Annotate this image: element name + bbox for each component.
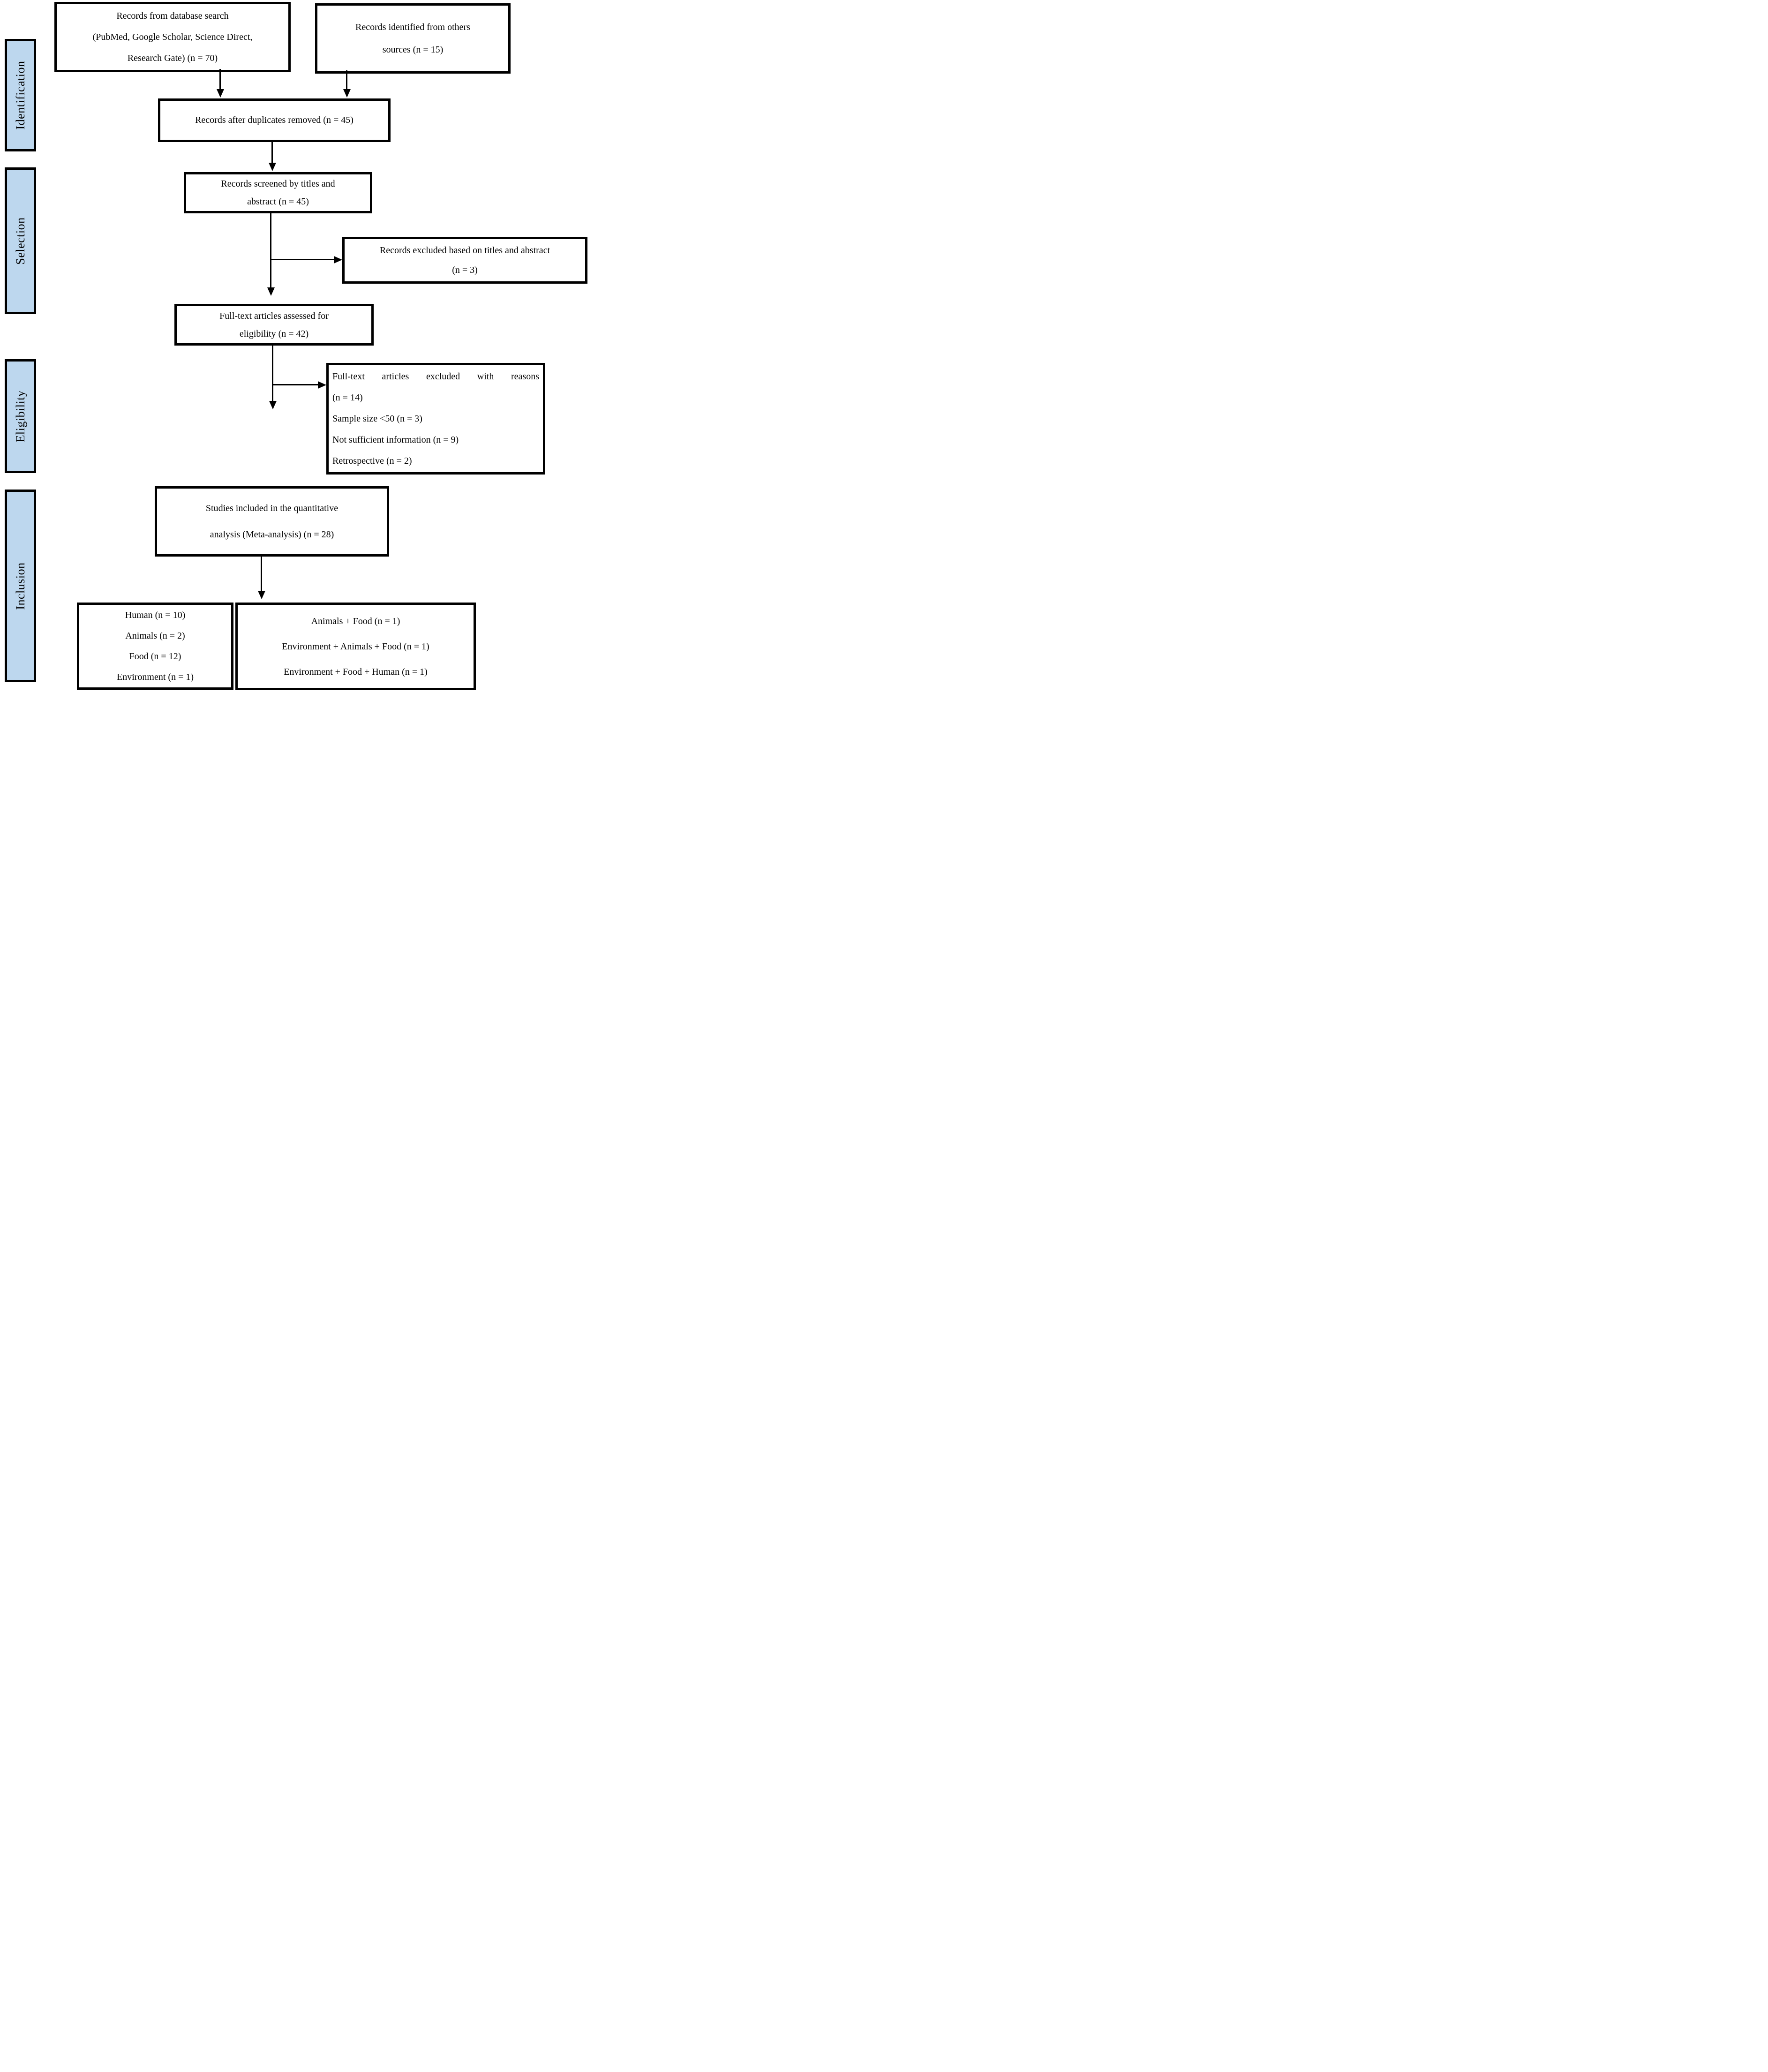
stage-eligibility: Eligibility (5, 359, 36, 473)
stage-selection-label: Selection (13, 217, 27, 265)
box-fulltext-excluded-line1: Full-text articles excluded with reasons (332, 371, 539, 382)
box-fulltext-assessed: Full-text articles assessed for eligibil… (174, 304, 374, 346)
box-single-source-groups: Human (n = 10) Animals (n = 2) Food (n =… (77, 603, 233, 690)
box-fulltext-excluded: Full-text articles excluded with reasons… (326, 363, 545, 475)
box-records-screened-line1: Records screened by titles and (221, 179, 335, 189)
arrow-included-to-groups (261, 556, 262, 591)
arrow-screened-to-excluded-titles (271, 259, 334, 260)
arrow-duplicates-to-screened (271, 141, 273, 163)
box-duplicates-removed-line1: Records after duplicates removed (n = 45… (195, 115, 354, 125)
stage-inclusion: Inclusion (5, 490, 36, 682)
box-single-source-line3: Food (n = 12) (129, 651, 181, 662)
box-records-database-line2: (PubMed, Google Scholar, Science Direct, (92, 31, 253, 42)
box-fulltext-excluded-line2: (n = 14) (332, 392, 363, 403)
box-records-other-sources: Records identified from others sources (… (315, 3, 511, 74)
arrow-fulltext-to-excluded-reasons (273, 384, 318, 385)
box-excluded-titles-abstract: Records excluded based on titles and abs… (342, 237, 587, 284)
box-studies-included-line2: analysis (Meta-analysis) (n = 28) (210, 529, 334, 540)
arrow-fulltext-to-included (272, 345, 273, 401)
box-studies-included-line1: Studies included in the quantitative (205, 503, 339, 513)
stage-inclusion-label: Inclusion (13, 562, 27, 610)
box-fulltext-assessed-line2: eligibility (n = 42) (239, 328, 309, 339)
box-records-screened-line2: abstract (n = 45) (247, 196, 309, 207)
box-records-other-sources-line2: sources (n = 15) (382, 45, 444, 55)
box-excluded-titles-line1: Records excluded based on titles and abs… (379, 245, 550, 256)
box-records-database: Records from database search (PubMed, Go… (54, 2, 291, 72)
box-studies-included: Studies included in the quantitative ana… (155, 486, 389, 557)
box-fulltext-excluded-line5: Retrospective (n = 2) (332, 455, 412, 466)
box-fulltext-excluded-line4: Not sufficient information (n = 9) (332, 434, 459, 445)
box-duplicates-removed: Records after duplicates removed (n = 45… (158, 98, 391, 142)
box-single-source-line1: Human (n = 10) (125, 610, 186, 620)
box-combined-source-line1: Animals + Food (n = 1) (311, 616, 400, 626)
box-records-database-line3: Research Gate) (n = 70) (127, 53, 218, 63)
box-records-database-line1: Records from database search (116, 10, 229, 21)
box-combined-source-line3: Environment + Food + Human (n = 1) (284, 666, 428, 677)
box-excluded-titles-line2: (n = 3) (452, 265, 478, 275)
stage-eligibility-label: Eligibility (13, 390, 27, 442)
box-records-other-sources-line1: Records identified from others (355, 22, 470, 32)
box-combined-source-groups: Animals + Food (n = 1) Environment + Ani… (235, 603, 476, 690)
stage-identification: Identification (5, 39, 36, 151)
box-combined-source-line2: Environment + Animals + Food (n = 1) (282, 641, 429, 652)
box-fulltext-excluded-line3: Sample size <50 (n = 3) (332, 413, 422, 424)
box-single-source-line2: Animals (n = 2) (125, 631, 185, 641)
arrow-othersources-to-duplicates (346, 70, 347, 89)
arrow-database-to-duplicates (219, 69, 221, 89)
box-fulltext-assessed-line1: Full-text articles assessed for (219, 310, 329, 321)
prisma-flow-diagram: Identification Selection Eligibility Inc… (0, 0, 589, 691)
box-records-screened: Records screened by titles and abstract … (184, 172, 372, 213)
arrow-screened-to-fulltext (270, 212, 271, 287)
stage-selection: Selection (5, 167, 36, 314)
box-single-source-line4: Environment (n = 1) (116, 672, 194, 682)
stage-identification-label: Identification (13, 60, 27, 130)
